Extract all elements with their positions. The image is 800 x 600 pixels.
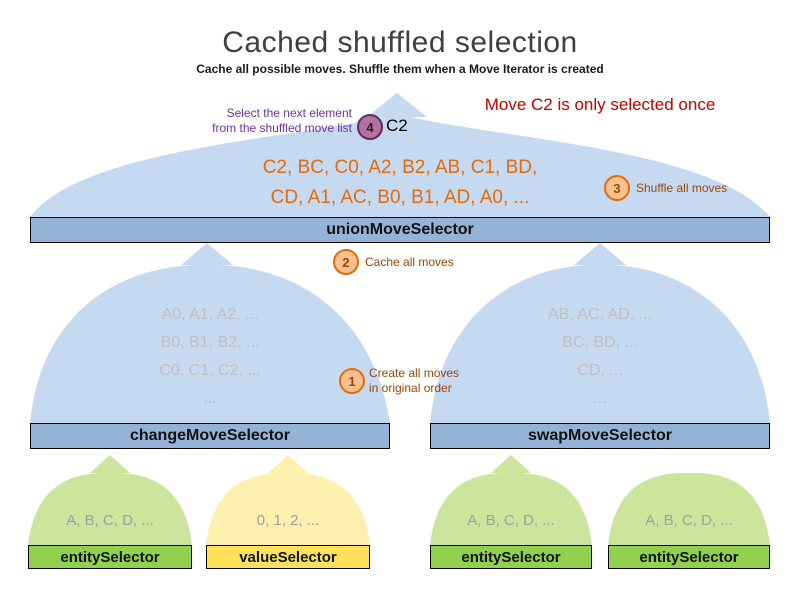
step-badge-2: 2 [333, 249, 359, 275]
page-title: Cached shuffled selection [222, 26, 578, 59]
union-move-selector-bar: unionMoveSelector [30, 217, 770, 243]
entity-selector-bar-left: entitySelector [28, 545, 192, 569]
swap-moves-line2: BC, BD, ... [562, 334, 638, 351]
entity-funnel-mid-shape [430, 455, 592, 545]
entity-values-left: A, B, C, D, ... [66, 512, 154, 529]
output-move-label: C2 [386, 116, 408, 135]
value-funnel-shape [206, 455, 370, 545]
annotation-line1: Select the next element [226, 106, 352, 120]
note-selected-once: Move C2 is only selected once [484, 95, 716, 114]
annotation-line2: from the shuffled move list [212, 121, 352, 135]
change-moves-line4: ... [203, 390, 217, 407]
step-badge-3: 3 [604, 175, 630, 201]
change-moves-line1: A0, A1, A2, ... [161, 306, 259, 323]
change-funnel-shape [30, 243, 390, 423]
step-label-1-line2: in original order [369, 381, 452, 395]
step-label-3: Shuffle all moves [636, 181, 728, 195]
entity-values-right: A, B, C, D, ... [645, 512, 733, 529]
change-moves-list: A0, A1, A2, ... B0, B1, B2, ... C0, C1, … [30, 301, 390, 413]
step-label-1-line1: Create all moves [369, 366, 460, 380]
value-selector-bar: valueSelector [206, 545, 370, 569]
entity-selector-bar-mid: entitySelector [430, 545, 592, 569]
shuffled-moves-line1: C2, BC, C0, A2, B2, AB, C1, BD, [262, 157, 538, 178]
swap-moves-list: AB, AC, AD, ... BC, BD, ... CD, ... ... [430, 301, 770, 413]
value-values: 0, 1, 2, ... [256, 512, 320, 529]
change-moves-line2: B0, B1, B2, ... [160, 334, 260, 351]
entity-funnel-left-shape [28, 455, 192, 545]
swap-moves-line3: CD, ... [577, 362, 623, 379]
union-funnel-shape [30, 93, 770, 217]
swap-moves-line4: ... [593, 390, 607, 407]
page-subtitle: Cache all possible moves. Shuffle them w… [196, 62, 604, 76]
shuffled-list-annotation: Select the next element from the shuffle… [130, 106, 352, 136]
entity-values-mid: A, B, C, D, ... [467, 512, 555, 529]
change-move-selector-bar: changeMoveSelector [30, 423, 390, 449]
step-badge-1: 1 [339, 368, 365, 394]
entity-funnel-right-shape [608, 455, 770, 545]
shuffled-moves-line2: CD, A1, AC, B0, B1, AD, A0, ... [270, 187, 530, 208]
step-badge-4: 4 [357, 114, 383, 140]
swap-moves-line1: AB, AC, AD, ... [547, 306, 653, 323]
swap-funnel-shape [430, 243, 770, 423]
step-label-1: Create all moves in original order [369, 366, 499, 396]
step-label-2: Cache all moves [365, 255, 454, 269]
swap-move-selector-bar: swapMoveSelector [430, 423, 770, 449]
change-moves-line3: C0, C1, C2, ... [159, 362, 261, 379]
entity-selector-bar-right: entitySelector [608, 545, 770, 569]
